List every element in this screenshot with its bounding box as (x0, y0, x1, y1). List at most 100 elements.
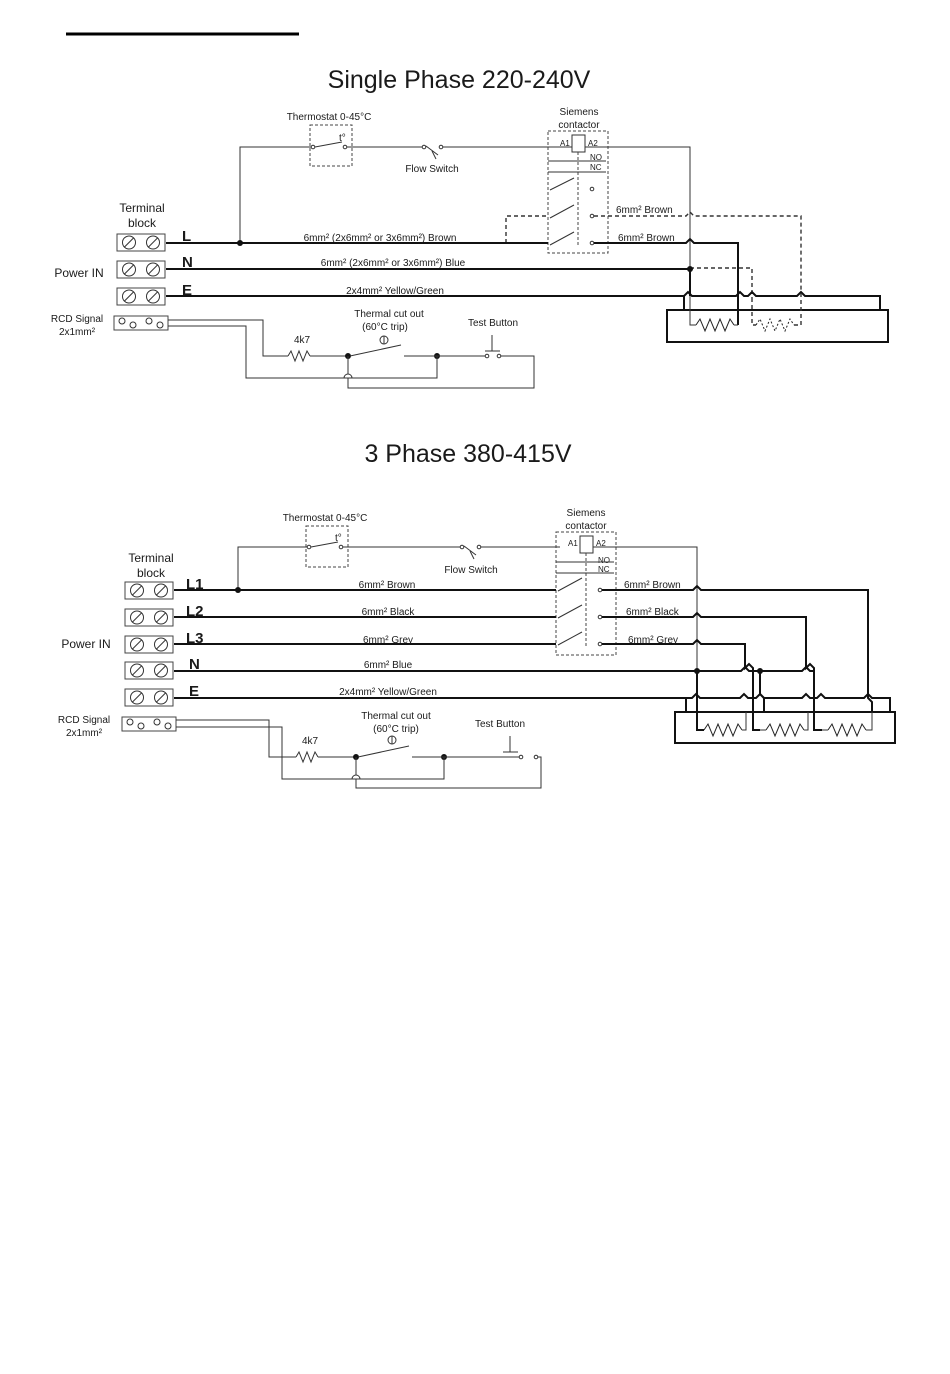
wire-l3-out (602, 638, 760, 731)
thermostat-symbol: t° (335, 533, 342, 544)
power-in-label: Power IN (61, 637, 110, 651)
terminal-screw-pair (124, 688, 174, 707)
rcd-label: 2x1mm² (66, 728, 103, 739)
contactor-label: Siemens (567, 508, 606, 519)
main-contact-terminal (589, 213, 595, 219)
contact-nc: NC (598, 565, 610, 574)
terminal-e: E (189, 683, 199, 700)
heater-element (674, 711, 896, 744)
out-upper-label: 6mm² Brown (616, 205, 673, 216)
wire-e (166, 290, 881, 310)
heater-coil (827, 723, 867, 737)
wire-n-label: 6mm² Blue (364, 660, 413, 671)
rcd-terminal (121, 716, 177, 732)
flow-switch-contact (421, 144, 427, 150)
rcd-wire (168, 319, 288, 357)
thermal-cutout-label: (60°C trip) (373, 724, 419, 735)
rcd-return-wire (355, 756, 542, 789)
junction-dot (235, 587, 241, 593)
test-button-contact (533, 754, 539, 760)
neutral-bridge (696, 671, 704, 731)
coil-a1: A1 (568, 539, 578, 548)
flow-switch-contact (438, 144, 444, 150)
flow-switch-label: Flow Switch (405, 164, 458, 175)
thermal-cutout-label: Thermal cut out (354, 309, 424, 320)
junction-dot (237, 240, 243, 246)
control-wire (239, 146, 311, 242)
wire-e-label: 2x4mm² Yellow/Green (346, 286, 444, 297)
terminal-label: block (128, 216, 157, 230)
rcd-terminal (113, 315, 169, 331)
terminal-screw-pair (124, 608, 174, 627)
out-l3-label: 6mm² Grey (628, 635, 678, 646)
coil-return-wire (593, 546, 698, 672)
flow-switch (469, 550, 475, 560)
wire-l1-out (602, 584, 873, 712)
main-contact (557, 631, 583, 646)
contactor-label: contactor (558, 120, 600, 131)
main-contact (557, 604, 583, 619)
contact-no: NO (590, 153, 602, 162)
terminal-screw-pair (116, 233, 166, 252)
contact-nc: NC (590, 163, 602, 172)
single-phase-diagram: Single Phase 220-240V Thermostat 0-45°C … (51, 66, 889, 389)
contact-no: NO (598, 556, 610, 565)
main-contact-terminal (597, 641, 603, 647)
test-button-contact (496, 353, 502, 359)
junction-dot (687, 266, 693, 272)
thermal-cutout-switch (357, 745, 410, 758)
main-contact (549, 204, 575, 219)
test-button-contact (518, 754, 524, 760)
wire-l1-label: 6mm² Brown (359, 580, 416, 591)
main-contact-terminal (589, 240, 595, 246)
resistor-label: 4k7 (294, 335, 311, 346)
power-in-label: Power IN (54, 266, 103, 280)
thermostat-contact (306, 544, 312, 550)
single-phase-title: Single Phase 220-240V (328, 66, 591, 94)
heater-lead (794, 293, 802, 326)
thermostat-contact (310, 144, 316, 150)
thermal-cutout-label: Thermal cut out (361, 711, 431, 722)
thermostat-contact (338, 544, 344, 550)
thermostat-switch (310, 541, 339, 548)
main-contact-terminal (597, 587, 603, 593)
terminal-e: E (182, 282, 192, 299)
thermal-cutout-switch (349, 344, 402, 357)
terminal-n: N (189, 656, 200, 673)
contactor-label: Siemens (560, 107, 599, 118)
rcd-return-wire (347, 355, 535, 389)
heater-coil (703, 723, 743, 737)
contactor-coil (579, 535, 594, 554)
contactor-box (547, 130, 609, 254)
out-l1-label: 6mm² Brown (624, 580, 681, 591)
terminal-screw-pair (124, 581, 174, 600)
terminal-l2: L2 (186, 603, 204, 620)
wire-l-label: 6mm² (2x6mm² or 3x6mm²) Brown (304, 233, 457, 244)
flow-switch (463, 545, 477, 556)
heater-lead (689, 296, 696, 326)
test-button-label: Test Button (475, 719, 525, 730)
terminal-screw-pair (124, 661, 174, 680)
test-button-contact (484, 353, 490, 359)
terminal-label: Terminal (119, 201, 164, 215)
rcd-wire (176, 719, 296, 758)
thermostat-symbol: t° (339, 133, 346, 144)
terminal-l1: L1 (186, 576, 204, 593)
wire-n-label: 6mm² (2x6mm² or 3x6mm²) Blue (321, 258, 466, 269)
resistor-4k7 (287, 349, 311, 363)
coil-a1: A1 (560, 139, 570, 148)
optional-neutral (690, 267, 753, 298)
heater-coil (765, 723, 805, 737)
wire-e (174, 692, 891, 712)
heater-lead (751, 298, 756, 326)
rcd-label: RCD Signal (58, 715, 110, 726)
flow-switch-contact (459, 544, 465, 550)
flow-switch-contact (476, 544, 482, 550)
control-wire (237, 546, 307, 590)
terminal-l3: L3 (186, 630, 204, 647)
test-button-label: Test Button (468, 318, 518, 329)
main-contact (549, 177, 575, 191)
terminal-screw-pair (116, 287, 166, 306)
wire-e-label: 2x4mm² Yellow/Green (339, 687, 437, 698)
